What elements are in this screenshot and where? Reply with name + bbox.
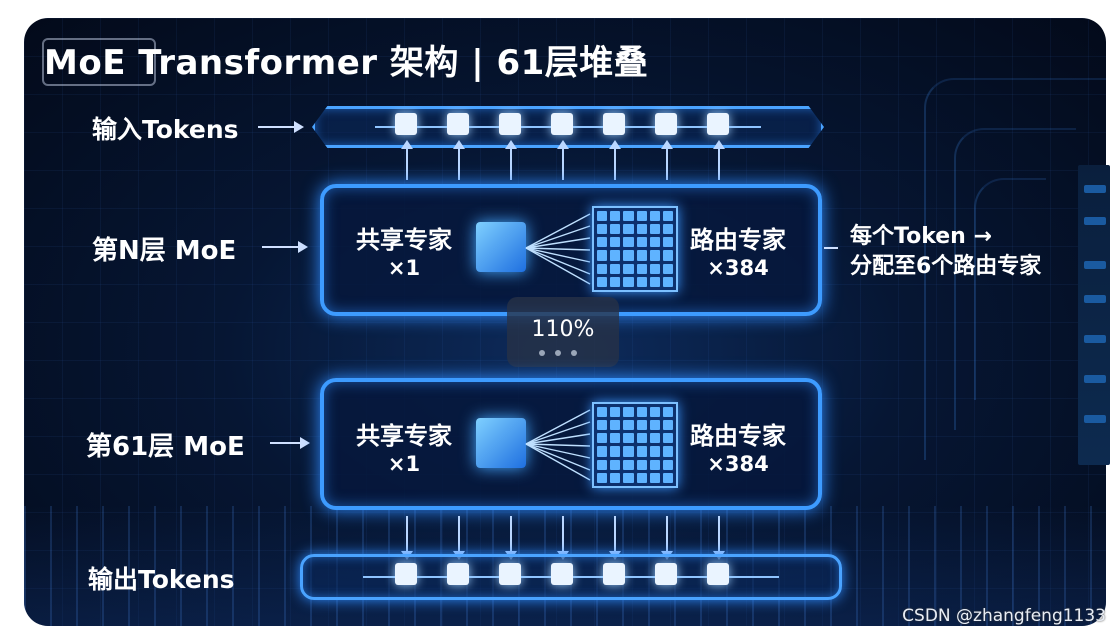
- routed-expert-title: 路由专家: [680, 226, 796, 254]
- zoom-level: 110%: [507, 317, 619, 342]
- layer-61-label: 第61层 MoE: [86, 426, 245, 463]
- down-arrow: [458, 516, 460, 556]
- output-token: [603, 563, 625, 585]
- next-slide-thumbnail[interactable]: [1078, 165, 1110, 465]
- output-token: [499, 563, 521, 585]
- down-arrow: [406, 516, 408, 556]
- input-tokens-label: 输入Tokens: [92, 110, 239, 146]
- up-arrow: [406, 144, 408, 180]
- input-token: [551, 113, 573, 135]
- shared-expert-cube-icon: [476, 222, 526, 272]
- layer-61-arrow: [270, 442, 308, 444]
- routing-note: 每个Token → 分配至6个路由专家: [850, 222, 1041, 282]
- routed-expert-grid-icon: [592, 402, 678, 488]
- shared-expert-title: 共享专家: [348, 226, 460, 254]
- page-title: MoE Transformer 架构 | 61层堆叠: [44, 40, 648, 86]
- output-token: [655, 563, 677, 585]
- up-arrow: [562, 144, 564, 180]
- input-token: [447, 113, 469, 135]
- down-arrow: [562, 516, 564, 556]
- shared-expert-text: 共享专家 ×1: [348, 226, 460, 282]
- page-dots[interactable]: [539, 341, 587, 360]
- routing-fan-icon: [524, 404, 594, 484]
- routing-note-line: 每个Token →: [850, 222, 1041, 252]
- layer-61-moe-block: 共享专家 ×1 路由专家 ×384: [320, 378, 822, 510]
- shared-expert-count: ×1: [348, 450, 460, 478]
- routed-expert-text: 路由专家 ×384: [680, 226, 796, 282]
- output-token: [551, 563, 573, 585]
- down-arrow: [614, 516, 616, 556]
- input-token: [655, 113, 677, 135]
- output-token-bar: [300, 554, 842, 600]
- circuit-decoration: [974, 178, 1046, 400]
- input-token: [603, 113, 625, 135]
- shared-expert-count: ×1: [348, 254, 460, 282]
- up-arrow: [718, 144, 720, 180]
- routed-expert-grid-icon: [592, 206, 678, 292]
- input-token: [707, 113, 729, 135]
- routed-expert-count: ×384: [680, 254, 796, 282]
- layer-n-label: 第N层 MoE: [92, 230, 236, 267]
- watermark: CSDN @zhangfeng1133: [902, 606, 1106, 626]
- up-arrow: [614, 144, 616, 180]
- up-arrow: [666, 144, 668, 180]
- output-token: [707, 563, 729, 585]
- routing-note-line: 分配至6个路由专家: [850, 252, 1041, 282]
- input-token: [499, 113, 521, 135]
- shared-expert-text: 共享专家 ×1: [348, 422, 460, 478]
- output-token: [447, 563, 469, 585]
- down-arrow: [510, 516, 512, 556]
- routed-expert-title: 路由专家: [680, 422, 796, 450]
- layer-n-arrow: [262, 246, 306, 248]
- output-token: [395, 563, 417, 585]
- output-tokens-label: 输出Tokens: [88, 560, 235, 596]
- note-connector: [824, 247, 838, 249]
- input-arrow: [258, 126, 302, 128]
- shared-expert-title: 共享专家: [348, 422, 460, 450]
- shared-expert-cube-icon: [476, 418, 526, 468]
- routed-expert-text: 路由专家 ×384: [680, 422, 796, 478]
- routed-expert-count: ×384: [680, 450, 796, 478]
- down-arrow: [666, 516, 668, 556]
- up-arrow: [510, 144, 512, 180]
- down-arrow: [718, 516, 720, 556]
- up-arrow: [458, 144, 460, 180]
- input-token: [395, 113, 417, 135]
- routing-fan-icon: [524, 208, 594, 288]
